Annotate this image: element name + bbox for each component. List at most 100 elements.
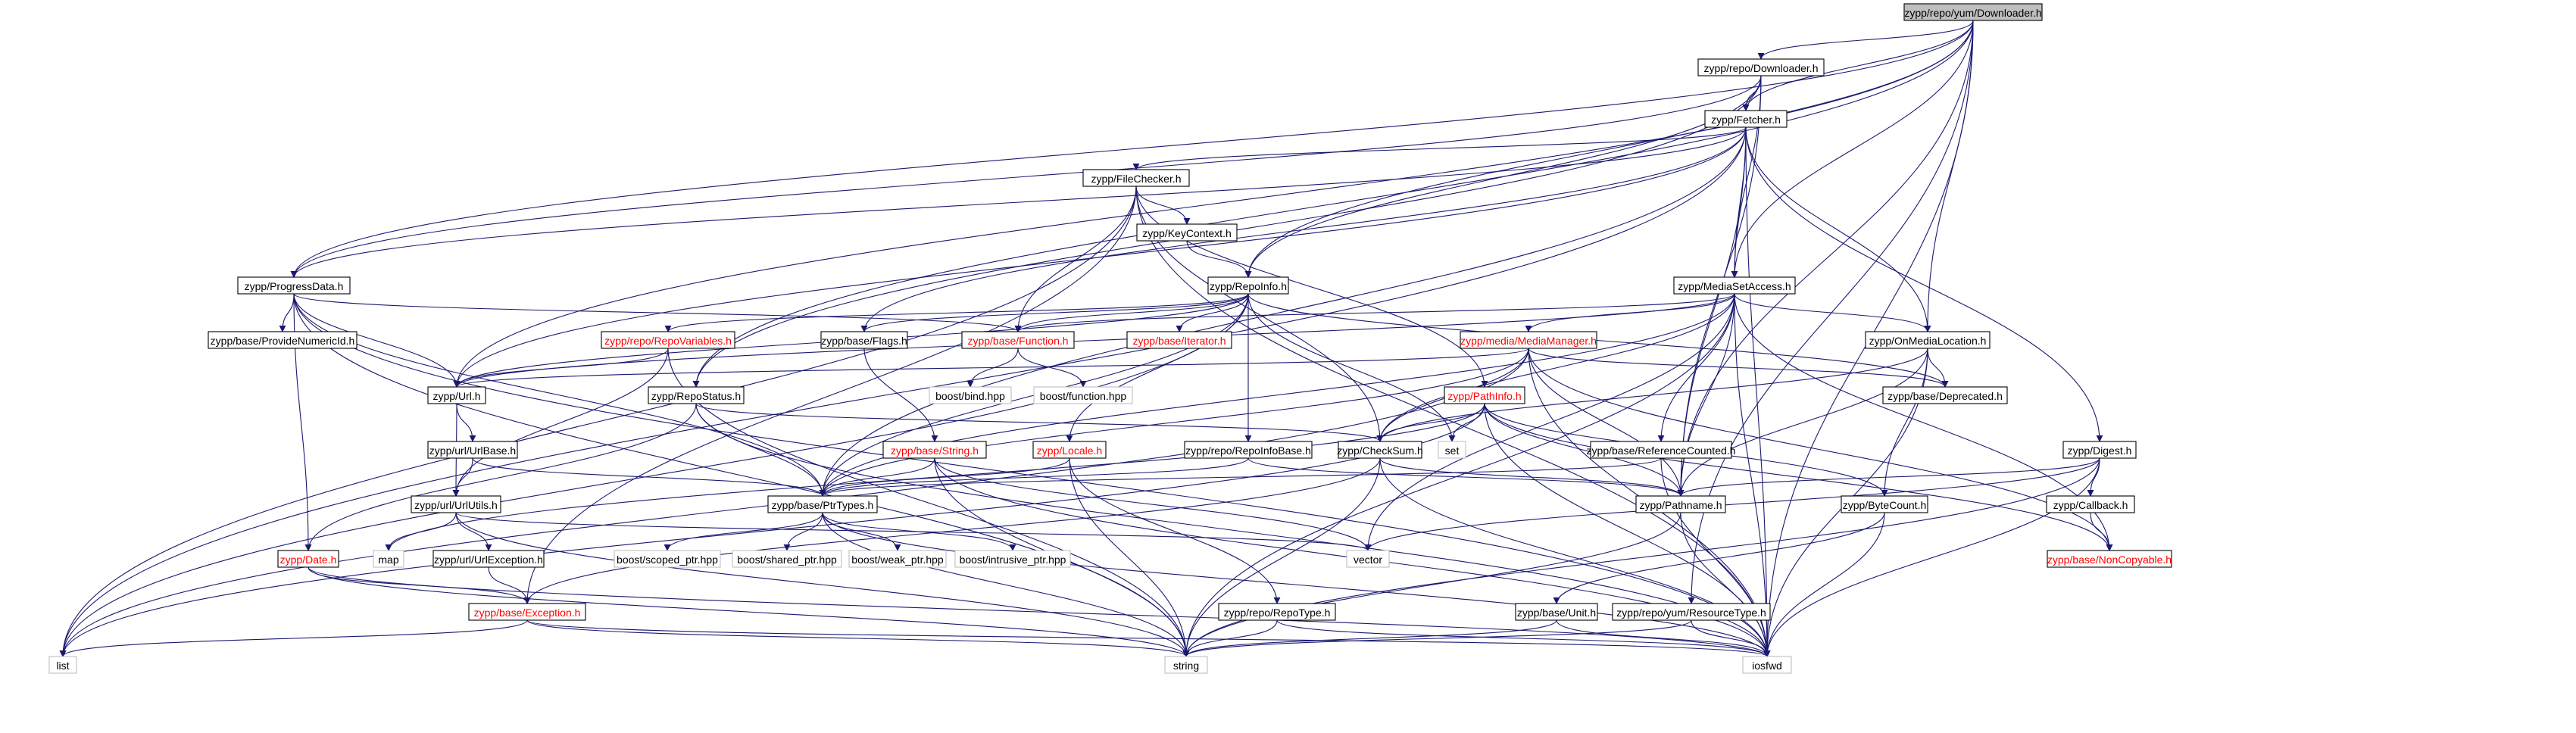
node-box-repoinfo — [1207, 276, 1289, 295]
node-exception[interactable]: zypp/base/Exception.h — [468, 603, 586, 621]
edge-fetcher-to-iosfwd — [1745, 126, 1771, 657]
edge-repotype-to-iosfwd — [1276, 619, 1771, 657]
node-box-pathname — [1635, 495, 1726, 513]
edge-ptrtypes-to-intrusiveptr — [822, 512, 1016, 551]
node-flags[interactable]: zypp/base/Flags.h — [820, 331, 908, 349]
node-label-bytecount: zypp/ByteCount.h — [1843, 499, 1927, 511]
edge-pathinfo-to-set — [1448, 403, 1485, 442]
node-unit[interactable]: zypp/base/Unit.h — [1515, 603, 1598, 621]
edge-mediasetaccess-to-stdstring — [1182, 293, 1735, 657]
node-iterator[interactable]: zypp/base/Iterator.h — [1126, 331, 1232, 349]
node-box-deprecated — [1882, 386, 2008, 404]
node-progressdata[interactable]: zypp/ProgressData.h — [237, 276, 351, 295]
edge-repoinfo-to-repovariables — [664, 293, 1249, 332]
edge-repoinfo-to-function — [1014, 293, 1249, 332]
node-repovariables[interactable]: zypp/repo/RepoVariables.h — [601, 331, 735, 349]
edge-progressdata-to-url — [293, 293, 461, 388]
node-box-keycontext — [1136, 223, 1238, 242]
node-box-urlutils — [411, 495, 501, 513]
node-url[interactable]: zypp/Url.h — [427, 386, 486, 404]
node-label-repoinfo: zypp/RepoInfo.h — [1210, 280, 1287, 292]
node-keycontext[interactable]: zypp/KeyContext.h — [1136, 223, 1238, 242]
edge-digest-to-iosfwd — [1763, 457, 2100, 657]
edge-bytecount-to-unit — [1553, 512, 1885, 604]
edge-ptrtypes-to-iosfwd — [822, 512, 1771, 657]
node-repoinfo[interactable]: zypp/RepoInfo.h — [1207, 276, 1289, 295]
node-label-urlutils: zypp/url/UrlUtils.h — [414, 499, 498, 511]
node-urlexception[interactable]: zypp/url/UrlException.h — [432, 550, 545, 568]
edge-urlutils-to-map — [385, 512, 457, 551]
node-repostatus[interactable]: zypp/RepoStatus.h — [648, 386, 745, 404]
node-box-unit — [1515, 603, 1598, 621]
edge-downloader_yum-to-fetcher — [1742, 20, 1974, 111]
node-downloader_yum[interactable]: zypp/repo/yum/Downloader.h — [1903, 3, 2043, 21]
node-deprecated[interactable]: zypp/base/Deprecated.h — [1882, 386, 2008, 404]
node-mediasetaccess[interactable]: zypp/MediaSetAccess.h — [1673, 276, 1796, 295]
node-box-fetcher — [1704, 110, 1788, 128]
node-repotype[interactable]: zypp/repo/RepoType.h — [1218, 603, 1336, 621]
node-refcounted[interactable]: zypp/base/ReferenceCounted.h — [1587, 441, 1736, 459]
node-mediamanager[interactable]: zypp/media/MediaManager.h — [1460, 331, 1597, 349]
edge-filechecker-to-pathinfo — [1135, 186, 1488, 388]
node-locale[interactable]: zypp/Locale.h — [1032, 441, 1107, 459]
node-label-fetcher: zypp/Fetcher.h — [1711, 114, 1781, 126]
node-label-unit: zypp/base/Unit.h — [1517, 607, 1596, 619]
node-box-stdstring — [1164, 656, 1208, 674]
edge-repostatus-to-checksum — [695, 403, 1384, 442]
edge-filechecker-to-function — [1014, 186, 1137, 332]
edge-repoinfobase-to-ptrtypes — [819, 457, 1249, 497]
node-providenumeric[interactable]: zypp/base/ProvideNumericId.h — [208, 331, 358, 349]
node-label-boostbind: boost/bind.hpp — [935, 390, 1005, 402]
node-string[interactable]: zypp/base/String.h — [882, 441, 987, 459]
edge-function-to-boostfunction — [1017, 348, 1087, 388]
node-box-function — [961, 331, 1075, 349]
node-onmedialocation[interactable]: zypp/OnMediaLocation.h — [1865, 331, 1991, 349]
node-label-urlexception: zypp/url/UrlException.h — [434, 554, 543, 566]
node-ptrtypes[interactable]: zypp/base/PtrTypes.h — [767, 495, 878, 513]
node-label-map: map — [378, 554, 398, 566]
node-pathinfo[interactable]: zypp/PathInfo.h — [1444, 386, 1525, 404]
node-label-string: zypp/base/String.h — [891, 444, 979, 457]
node-digest[interactable]: zypp/Digest.h — [2062, 441, 2137, 459]
node-callback[interactable]: zypp/Callback.h — [2046, 495, 2135, 513]
edge-pathinfo-to-pathname — [1484, 403, 1685, 497]
node-box-bytecount — [1841, 495, 1928, 513]
node-label-date: zypp/Date.h — [280, 554, 337, 566]
node-box-callback — [2046, 495, 2135, 513]
edge-onmedialocation-to-checksum — [1376, 348, 1928, 442]
node-label-filechecker: zypp/FileChecker.h — [1091, 173, 1181, 185]
node-noncopyable[interactable]: zypp/base/NonCopyable.h — [2047, 550, 2172, 568]
node-label-ptrtypes: zypp/base/PtrTypes.h — [772, 499, 874, 511]
node-checksum[interactable]: zypp/CheckSum.h — [1337, 441, 1423, 459]
node-resourcetype[interactable]: zypp/repo/yum/ResourceType.h — [1612, 603, 1771, 621]
node-box-sharedptr — [732, 550, 842, 568]
node-label-pathname: zypp/Pathname.h — [1640, 499, 1722, 511]
edge-fetcher-to-progressdata — [290, 126, 1747, 278]
node-pathname[interactable]: zypp/Pathname.h — [1635, 495, 1726, 513]
node-urlbase[interactable]: zypp/url/UrlBase.h — [427, 441, 518, 459]
edge-resourcetype-to-iosfwd — [1691, 619, 1771, 657]
edge-urlbase-to-ptrtypes — [472, 457, 826, 497]
edge-ptrtypes-to-stdstring — [822, 512, 1190, 657]
edge-digest-to-vector — [1364, 457, 2100, 551]
edge-flags-to-string — [863, 348, 938, 442]
edge-mediamanager-to-pathname — [1528, 348, 1685, 497]
node-label-onmedialocation: zypp/OnMediaLocation.h — [1869, 335, 1987, 347]
node-function[interactable]: zypp/base/Function.h — [961, 331, 1075, 349]
edge-ptrtypes-to-sharedptr — [783, 512, 823, 551]
node-bytecount[interactable]: zypp/ByteCount.h — [1841, 495, 1928, 513]
node-box-map — [373, 550, 404, 568]
node-box-onmedialocation — [1865, 331, 1991, 349]
node-fetcher[interactable]: zypp/Fetcher.h — [1704, 110, 1788, 128]
node-box-intrusiveptr — [954, 550, 1071, 568]
node-downloader[interactable]: zypp/repo/Downloader.h — [1697, 58, 1825, 76]
node-repoinfobase[interactable]: zypp/repo/RepoInfoBase.h — [1184, 441, 1313, 459]
node-box-list — [48, 656, 77, 674]
node-filechecker[interactable]: zypp/FileChecker.h — [1082, 169, 1190, 187]
node-box-digest — [2062, 441, 2137, 459]
node-urlutils[interactable]: zypp/url/UrlUtils.h — [411, 495, 501, 513]
node-date[interactable]: zypp/Date.h — [277, 550, 339, 568]
edge-downloader-to-fetcher — [1742, 75, 1762, 111]
edge-progressdata-to-ptrtypes — [293, 293, 826, 497]
edge-downloader-to-repoinfo — [1244, 75, 1762, 278]
